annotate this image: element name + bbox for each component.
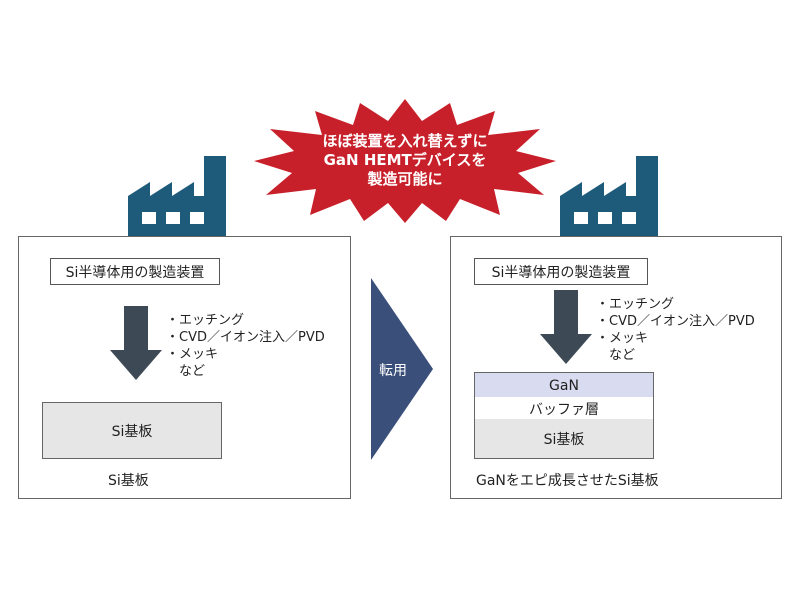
- process-item: ・CVD／イオン注入／PVD: [596, 314, 755, 329]
- down-arrow-icon: [110, 306, 162, 380]
- left-caption: Si基板: [108, 473, 149, 489]
- si-substrate-layer: Si基板: [474, 419, 654, 459]
- process-item: ・CVD／イオン注入／PVD: [166, 330, 325, 345]
- process-item: ・メッキ: [166, 347, 219, 362]
- right-caption: GaNをエピ成長させたSi基板: [476, 473, 659, 489]
- burst-headline: ほぼ装置を入れ替えずに GaN HEMTデバイスを 製造可能に: [275, 132, 535, 189]
- left-equipment-label: Si半導体用の製造装置: [50, 258, 220, 285]
- right-equipment-label: Si半導体用の製造装置: [474, 258, 648, 285]
- factory-icon: [560, 156, 658, 244]
- process-item: ・エッチング: [166, 313, 245, 328]
- transfer-label: 転用: [379, 363, 407, 379]
- left-si-substrate: Si基板: [42, 402, 222, 459]
- burst-line: 製造可能に: [367, 170, 443, 188]
- gan-layer: GaN: [474, 372, 654, 399]
- factory-icon: [128, 156, 226, 244]
- left-process-list: ・エッチング ・CVD／イオン注入／PVD ・メッキ など: [166, 312, 325, 380]
- explosion-burst-icon: [254, 99, 556, 223]
- down-arrow-icon: [540, 290, 592, 364]
- right-process-list: ・エッチング ・CVD／イオン注入／PVD ・メッキ など: [596, 296, 755, 364]
- right-chevron-arrow-icon: [371, 278, 433, 460]
- buffer-layer: バッファ層: [474, 397, 654, 421]
- burst-line: ほぼ装置を入れ替えずに: [322, 132, 488, 150]
- process-item: など: [166, 364, 206, 379]
- process-item: など: [596, 348, 636, 363]
- burst-line: GaN HEMTデバイスを: [323, 151, 487, 169]
- process-item: ・メッキ: [596, 331, 649, 346]
- process-item: ・エッチング: [596, 297, 675, 312]
